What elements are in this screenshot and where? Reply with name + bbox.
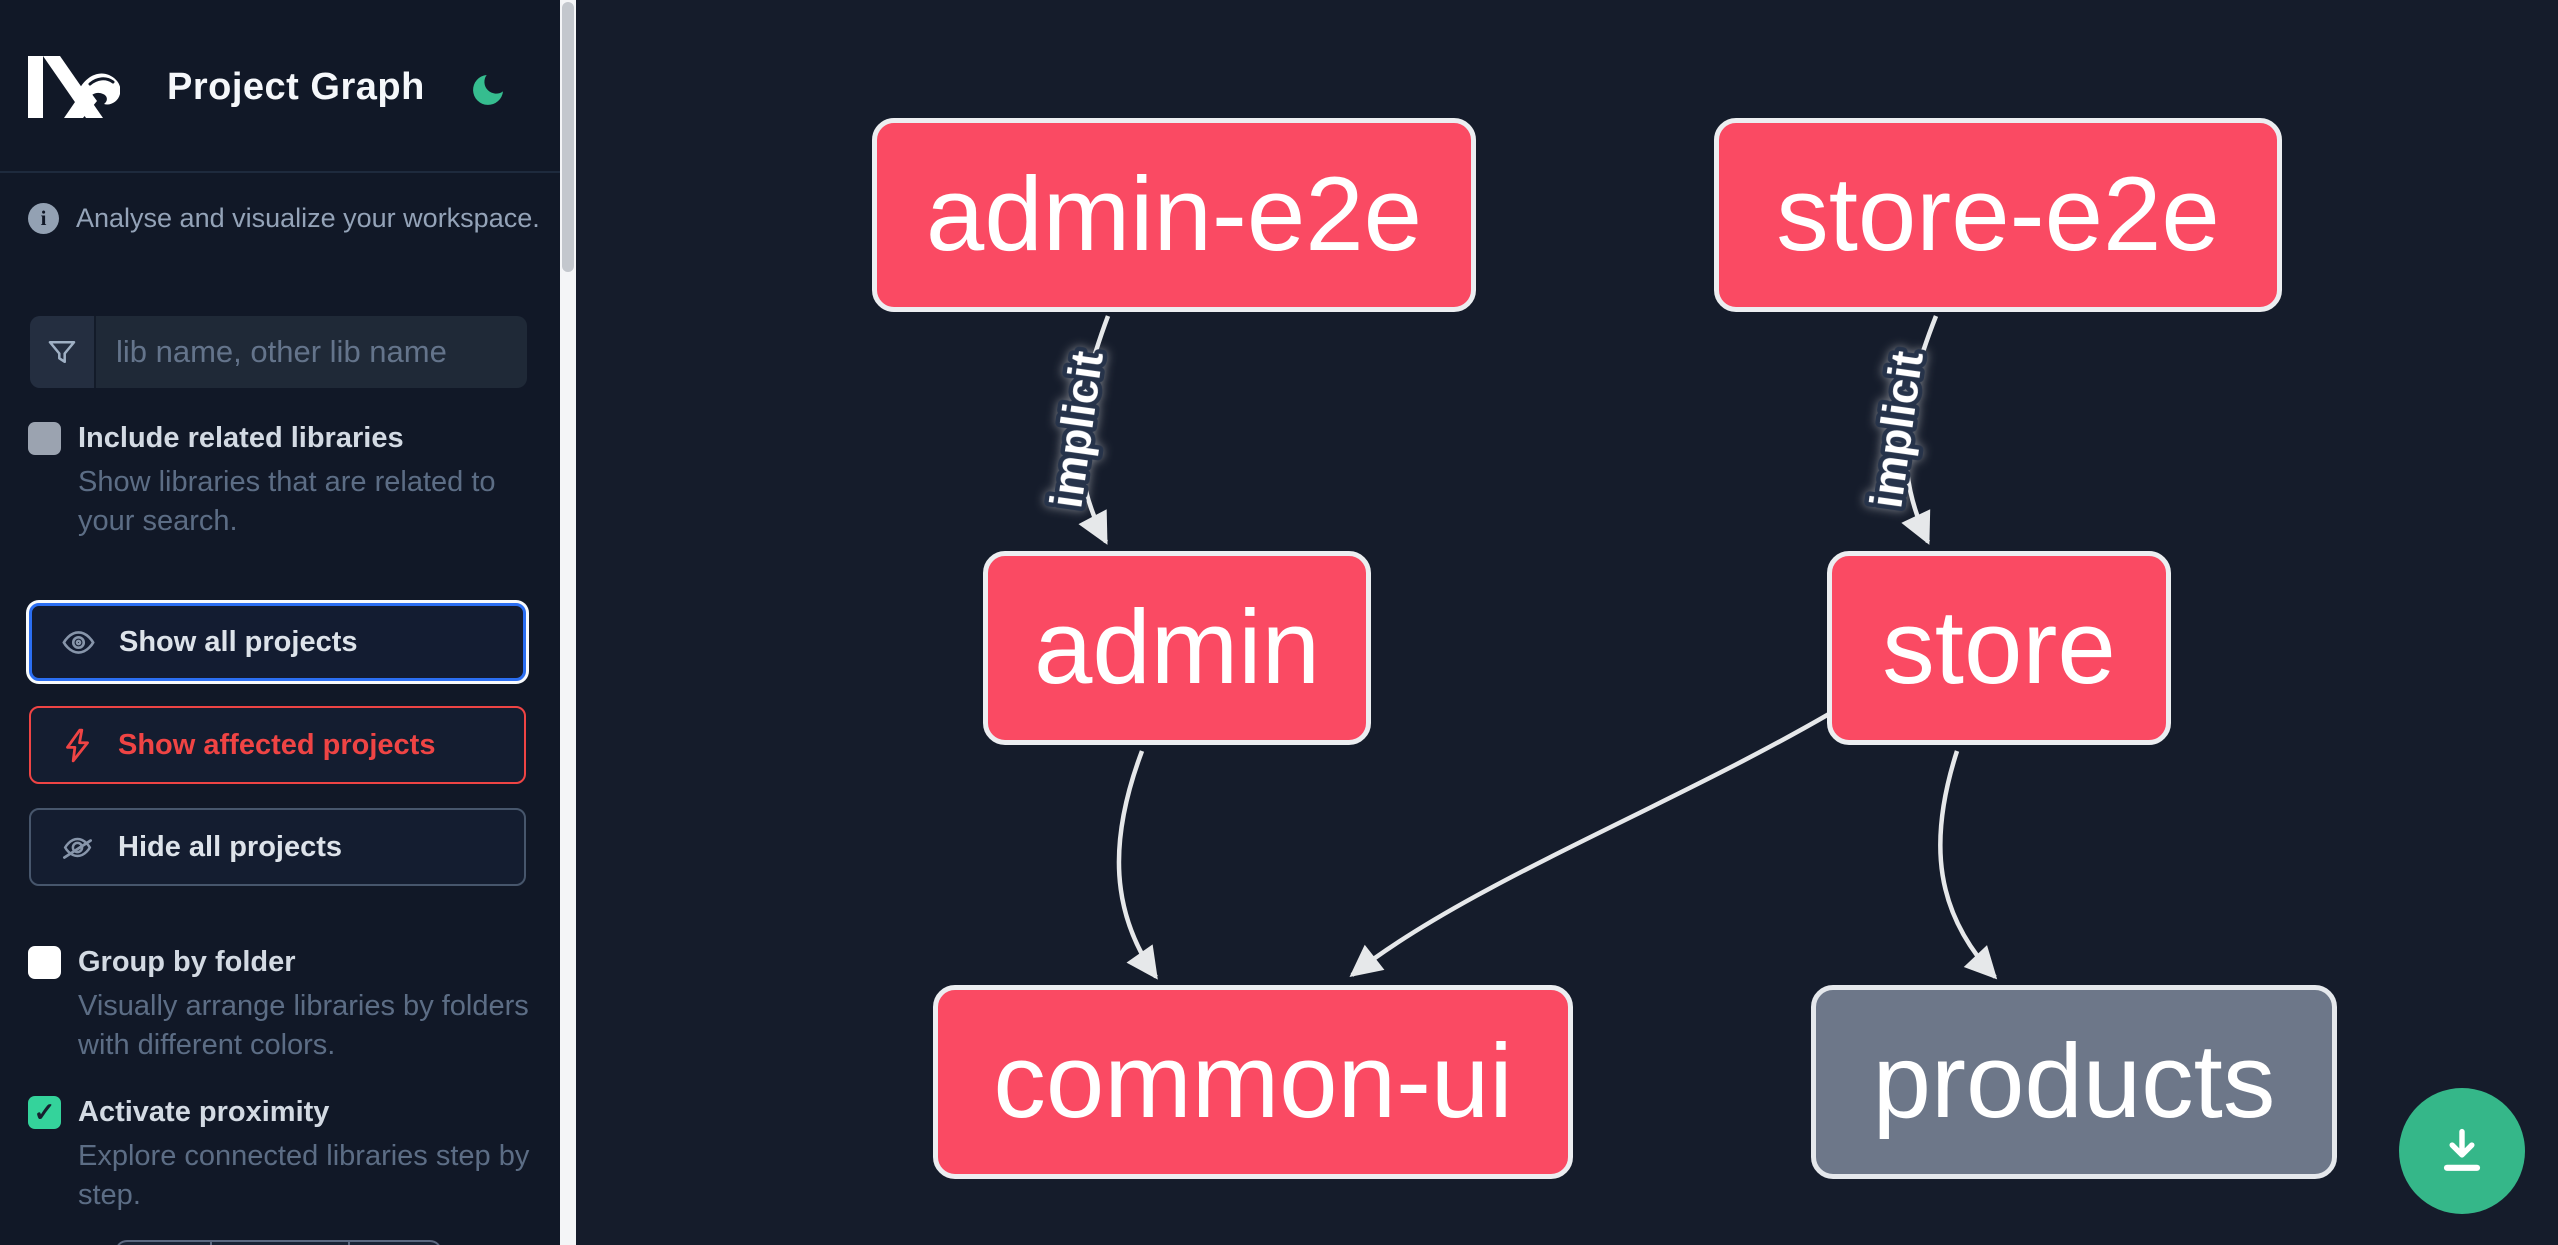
filter-funnel-icon — [48, 340, 76, 364]
graph-node-store-e2e[interactable]: store-e2e — [1714, 118, 2282, 312]
toggle-description: Explore connected libraries step by step… — [78, 1140, 530, 1211]
toggle-label: Group by folder — [78, 946, 296, 978]
edge-admin-common-ui — [1116, 750, 1158, 980]
toggle-include-related: Include related libraries Show libraries… — [28, 420, 528, 541]
graph-node-store[interactable]: store — [1827, 551, 2171, 745]
eye-icon — [62, 630, 95, 654]
search-input[interactable] — [96, 316, 527, 388]
checkmark-icon: ✓ — [33, 1097, 56, 1127]
nx-logo-icon — [28, 56, 120, 118]
search-box — [30, 316, 527, 388]
stepper-value-cell — [210, 1242, 348, 1245]
button-label: Hide all projects — [118, 830, 343, 863]
edge-store-products — [1938, 750, 1998, 980]
graph-node-products[interactable]: products — [1811, 985, 2337, 1179]
page-title: Project Graph — [167, 66, 425, 108]
dark-mode-toggle[interactable] — [468, 70, 508, 110]
workspace-tagline: Analyse and visualize your workspace. — [76, 203, 540, 233]
hide-all-projects-button[interactable]: Hide all projects — [29, 808, 526, 886]
toggle-label: Activate proximity — [78, 1096, 330, 1128]
stepper-increment-button[interactable] — [348, 1242, 440, 1245]
include-related-checkbox[interactable] — [28, 422, 61, 455]
toggle-description: Visually arrange libraries by folders wi… — [78, 990, 529, 1061]
download-icon — [2443, 1128, 2481, 1171]
info-icon: i — [28, 203, 59, 234]
show-affected-projects-button[interactable]: Show affected projects — [29, 706, 526, 784]
toggle-group-by-folder: Group by folder Visually arrange librari… — [28, 944, 529, 1065]
filter-icon-segment — [30, 316, 96, 388]
download-image-button[interactable] — [2399, 1088, 2525, 1214]
edge-label-implicit: implicit — [1860, 348, 1932, 511]
sidebar-header: Project Graph — [0, 0, 560, 173]
graph-node-admin[interactable]: admin — [983, 551, 1371, 745]
toggle-label: Include related libraries — [78, 422, 404, 454]
lightning-bolt-icon — [66, 728, 89, 762]
button-label: Show affected projects — [118, 728, 436, 761]
group-by-folder-checkbox[interactable] — [28, 946, 61, 979]
sidebar: Project Graph i Analyse and visualize yo… — [0, 0, 560, 1245]
show-all-projects-button[interactable]: Show all projects — [29, 603, 526, 681]
sidebar-scrollbar[interactable] — [560, 0, 576, 1245]
eye-off-icon — [63, 837, 92, 859]
proximity-stepper — [115, 1240, 442, 1245]
toggle-description: Show libraries that are related to your … — [78, 466, 496, 537]
edge-label-implicit: implicit — [1040, 348, 1112, 511]
graph-node-common-ui[interactable]: common-ui — [933, 985, 1573, 1179]
toggle-activate-proximity: ✓ Activate proximity Explore connected l… — [28, 1094, 529, 1215]
edge-admin-e2e-admin — [1077, 315, 1111, 545]
edge-store-common-ui — [1349, 712, 1831, 977]
graph-node-admin-e2e[interactable]: admin-e2e — [872, 118, 1476, 312]
edge-store-e2e-store — [1901, 315, 1939, 545]
button-label: Show all projects — [119, 625, 358, 658]
moon-icon — [473, 75, 503, 105]
scrollbar-thumb[interactable] — [562, 2, 574, 272]
activate-proximity-checkbox[interactable]: ✓ — [28, 1096, 61, 1129]
workspace-info-row: i Analyse and visualize your workspace. — [28, 203, 540, 234]
